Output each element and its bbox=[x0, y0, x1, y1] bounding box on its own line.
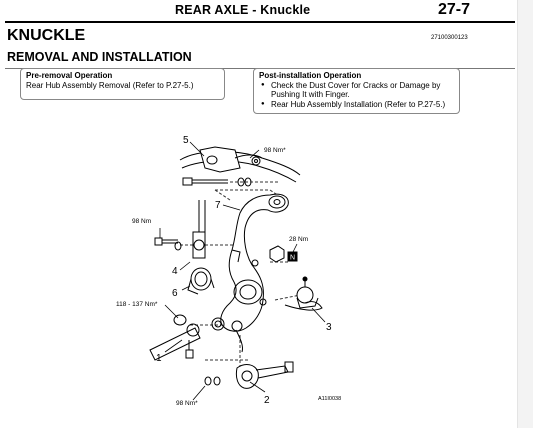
bushing-6-part bbox=[187, 267, 215, 295]
post-item-2: Rear Hub Assembly Installation (Refer to… bbox=[261, 100, 454, 110]
post-installation-list: Check the Dust Cover for Cracks or Damag… bbox=[259, 81, 454, 110]
page-number: 27-7 bbox=[438, 1, 471, 18]
post-installation-heading: Post-installation Operation bbox=[259, 71, 362, 80]
left-bushing-part bbox=[154, 200, 206, 259]
callout-1: 1 bbox=[156, 353, 162, 364]
document-id: 27100300123 bbox=[431, 35, 468, 41]
section-header: REAR AXLE - Knuckle bbox=[175, 3, 311, 17]
ball-joint-part bbox=[284, 276, 323, 311]
lower-bushing-part bbox=[204, 361, 294, 389]
upper-arm-part bbox=[179, 146, 301, 183]
section-subtitle: REMOVAL AND INSTALLATION bbox=[7, 50, 192, 64]
pre-removal-text: Rear Hub Assembly Removal (Refer to P.27… bbox=[26, 80, 194, 90]
lower-link-part bbox=[149, 314, 225, 361]
callout-4: 4 bbox=[172, 266, 178, 277]
header-rule bbox=[5, 21, 515, 23]
vertical-scrollbar[interactable] bbox=[517, 0, 533, 428]
callout-7: 7 bbox=[215, 200, 221, 211]
callout-6: 6 bbox=[172, 288, 178, 299]
pre-removal-heading: Pre-removal Operation bbox=[26, 71, 113, 80]
post-item-1-cont: Pushing It with Finger. bbox=[271, 90, 350, 99]
torque-label-right: 28 Nm bbox=[289, 236, 308, 243]
callout-3: 3 bbox=[326, 322, 332, 333]
callout-5: 5 bbox=[183, 135, 189, 146]
torque-label-left: 98 Nm bbox=[132, 218, 151, 225]
figure-code: A11I0038 bbox=[318, 396, 341, 402]
knuckle-part bbox=[220, 193, 289, 353]
torque-label-lower: 98 Nm* bbox=[176, 400, 198, 407]
post-item-1: Check the Dust Cover for Cracks or Damag… bbox=[261, 81, 454, 91]
callout-2: 2 bbox=[264, 395, 270, 406]
post-installation-box: Post-installation Operation Check the Du… bbox=[253, 68, 460, 114]
nut-28nm-part bbox=[269, 245, 298, 263]
pre-removal-box: Pre-removal Operation Rear Hub Assembly … bbox=[20, 68, 225, 100]
torque-label-middle: 118 - 137 Nm* bbox=[116, 301, 158, 308]
page-title: KNUCKLE bbox=[7, 27, 86, 44]
torque-label-upper: 98 Nm* bbox=[264, 147, 286, 154]
nut-replace-symbol: N bbox=[290, 255, 295, 262]
